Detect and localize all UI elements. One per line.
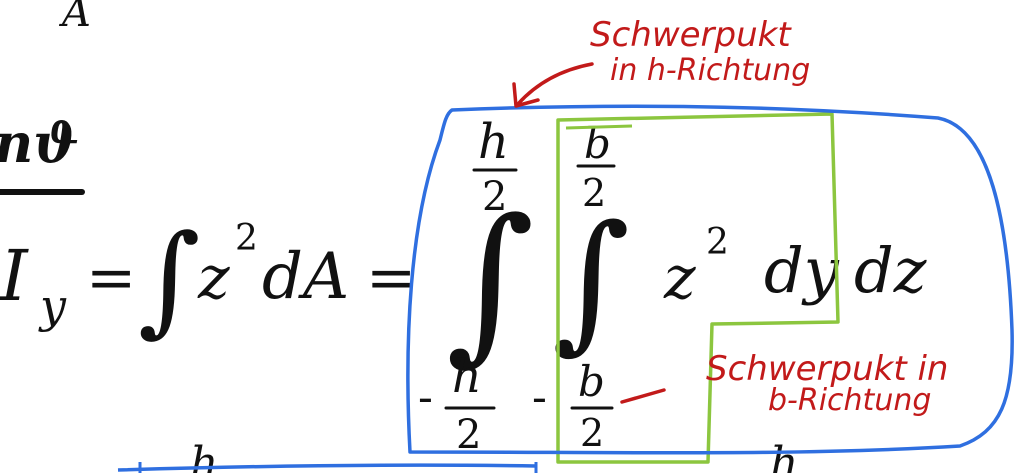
outer-upper-limit-h: h bbox=[478, 114, 509, 170]
equals-sign-1: = bbox=[86, 243, 136, 313]
integral-sign-1: ∫ bbox=[138, 210, 201, 349]
integrand-z-2: z bbox=[663, 243, 696, 313]
outer-lower-limit-h: h bbox=[452, 349, 482, 403]
annotation-right-line1: Schwerpukt in bbox=[706, 349, 948, 389]
equals-sign-2: = bbox=[366, 243, 416, 313]
iy-subscript: y bbox=[38, 279, 67, 333]
outer-integral-sign: ∫ bbox=[446, 183, 535, 381]
top-fragment-a: A bbox=[58, 0, 91, 36]
inner-lower-limit-2: 2 bbox=[580, 411, 604, 455]
inner-upper-limit-2: 2 bbox=[582, 171, 606, 215]
annotation-right-dash bbox=[620, 388, 666, 404]
annotation-right-line2: b-Richtung bbox=[768, 383, 931, 418]
inner-integral-sign: ∫ bbox=[552, 194, 630, 368]
iy-symbol: I bbox=[0, 235, 29, 317]
annotation-top-line1: Schwerpukt bbox=[590, 15, 792, 55]
inner-lower-limit-b: b bbox=[578, 357, 605, 406]
blue-bottom-box-fragment bbox=[117, 463, 537, 472]
exponent-2-2: 2 bbox=[706, 222, 729, 263]
bottom-right-fragment-h: h bbox=[770, 438, 798, 473]
outer-upper-limit-2: 2 bbox=[482, 174, 507, 220]
differential-da: dA bbox=[262, 240, 349, 314]
exponent-2-1: 2 bbox=[235, 218, 258, 259]
integrand-z-1: z bbox=[197, 243, 230, 313]
blue-region-outline bbox=[406, 104, 1014, 455]
annotation-top-arrow bbox=[516, 62, 594, 106]
differential-dy: dy bbox=[764, 234, 840, 307]
inner-lower-minus: - bbox=[532, 372, 547, 423]
outer-lower-minus: - bbox=[418, 372, 433, 423]
green-top-stroke bbox=[565, 124, 633, 130]
left-fragment-ntheta: nϑ bbox=[0, 111, 79, 175]
green-region-outline bbox=[556, 112, 840, 464]
annotation-top-line2: in h-Richtung bbox=[610, 53, 810, 88]
differential-dz: dz bbox=[854, 234, 927, 307]
annotation-top-arrowhead bbox=[512, 82, 540, 108]
